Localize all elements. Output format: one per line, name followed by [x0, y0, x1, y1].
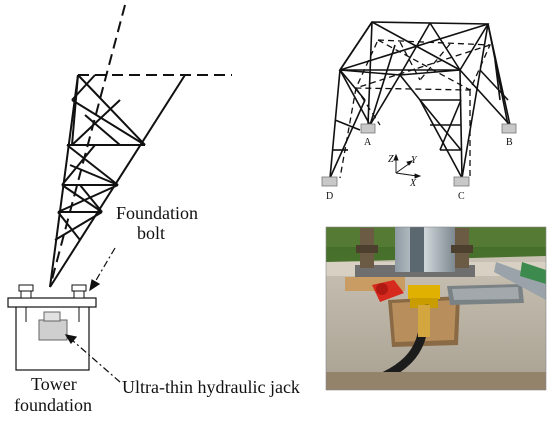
tower-3d-model-dashed — [339, 39, 491, 179]
hydraulic-jack — [38, 311, 68, 341]
support-pad-c — [453, 176, 470, 187]
foundation-bolt-label-2: bolt — [137, 223, 165, 243]
support-pad-d — [321, 176, 338, 187]
support-label-c: C — [458, 191, 465, 202]
axis-label-x: X — [409, 178, 417, 189]
support-pad-a — [360, 123, 376, 134]
axis-label-y: Y — [411, 155, 418, 166]
tower-foundation-label-2: foundation — [14, 395, 92, 415]
support-label-b: B — [506, 137, 513, 148]
foundation-bolt-left — [18, 284, 34, 322]
foundation-bolt-label-line1: Foundation — [116, 203, 198, 223]
support-label-d: D — [326, 191, 333, 202]
bolt-leader-line — [89, 247, 116, 292]
jack-leader-line — [64, 334, 121, 383]
support-pad-b — [501, 123, 517, 134]
foundation-bolt-right — [71, 284, 87, 322]
foundation-bolt-label: Foundation — [116, 203, 198, 223]
tower-foundation-label-1: Tower — [31, 374, 77, 394]
jack-photo — [325, 226, 547, 391]
tower-leg-schematic — [49, 4, 232, 288]
support-label-a: A — [364, 137, 372, 148]
axis-label-z: Z — [388, 154, 394, 165]
tower-3d-model — [329, 21, 511, 179]
hydraulic-jack-label: Ultra-thin hydraulic jack — [122, 377, 300, 397]
axis-triad-icon — [393, 153, 422, 179]
